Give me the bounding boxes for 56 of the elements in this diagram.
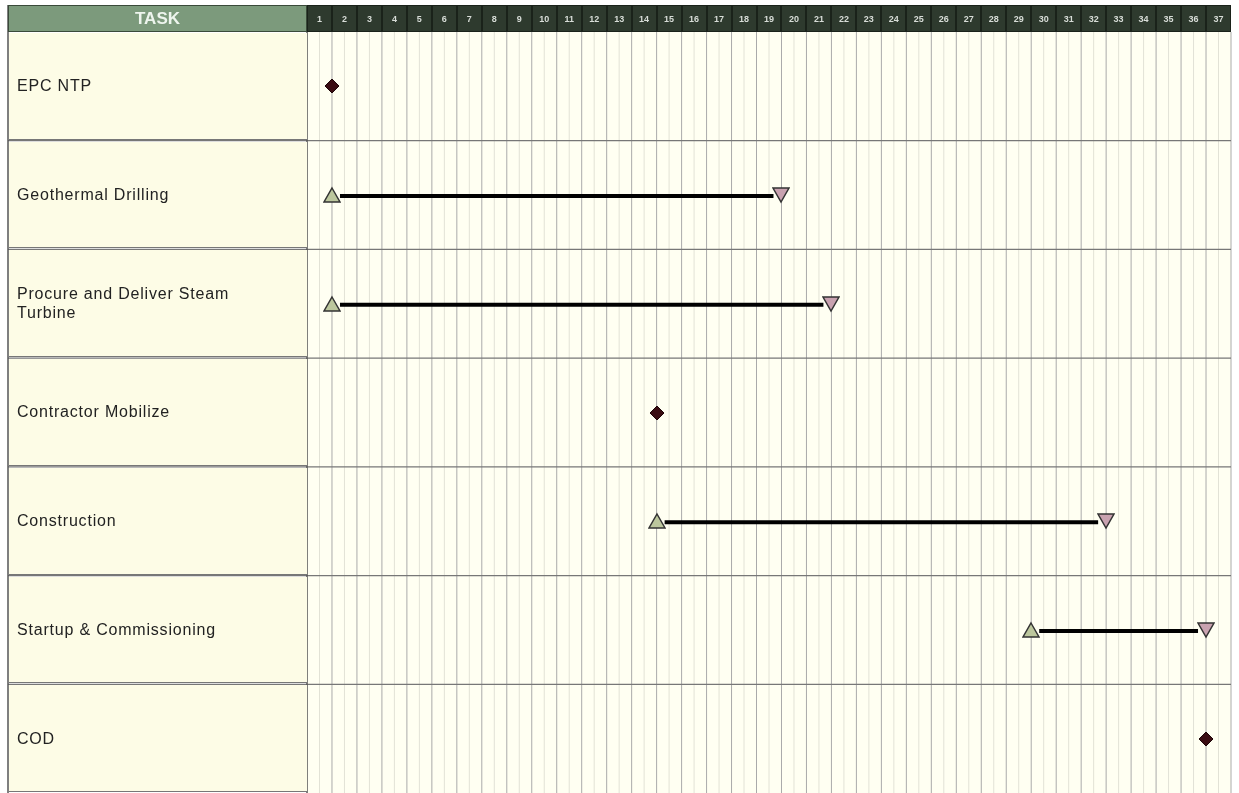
period-number: 2 [331,5,357,32]
duration-bar [339,194,774,199]
period-number: 36 [1181,5,1206,32]
period-number: 3 [356,5,382,32]
period-number: 33 [1106,5,1132,32]
period-number: 8 [481,5,507,32]
task-name: Procure and Deliver Steam Turbine [17,284,231,323]
period-number: 29 [1006,5,1032,32]
period-number: 14 [631,5,657,32]
period-number: 12 [581,5,607,32]
duration-bar [664,520,1099,525]
period-number: 24 [881,5,907,32]
period-number: 22 [831,5,857,32]
period-number: 6 [431,5,457,32]
period-number: 18 [731,5,757,32]
period-number: 16 [681,5,707,32]
period-number: 20 [781,5,807,32]
period-number: 9 [506,5,532,32]
task-name: Startup & Commissioning [17,619,216,639]
period-number: 28 [981,5,1007,32]
task-name: Contractor Mobilize [17,402,171,422]
task-row-label [9,685,307,792]
period-number: 15 [656,5,682,32]
period-number: 23 [856,5,882,32]
period-number: 26 [931,5,957,32]
task-name: Geothermal Drilling [17,185,170,205]
task-row-label [9,141,307,249]
task-row-label [9,250,307,358]
period-number: 25 [906,5,932,32]
period-number: 31 [1056,5,1082,32]
period-number: 21 [806,5,832,32]
period-number: 35 [1156,5,1182,32]
period-number: 11 [556,5,582,32]
column-header: TASK [8,5,307,32]
duration-bar [1039,628,1199,633]
task-row-label [9,33,307,140]
task-row-label [9,467,307,575]
task-row-label [9,576,307,684]
task-name: COD [17,728,55,748]
task-row-label [9,359,307,466]
period-number: 7 [456,5,482,32]
period-number: 10 [531,5,557,32]
duration-bar [339,302,824,307]
period-number: 4 [381,5,407,32]
period-number: 17 [706,5,732,32]
period-number: 30 [1031,5,1057,32]
period-number: 1 [307,5,332,32]
task-name: EPC NTP [17,76,92,96]
period-number: 19 [756,5,782,32]
period-number: 27 [956,5,982,32]
period-number: 34 [1131,5,1157,32]
period-number: 32 [1081,5,1107,32]
period-number: 5 [406,5,432,32]
period-number: 37 [1206,5,1231,32]
task-name: Construction [17,511,117,531]
period-number: 13 [606,5,632,32]
